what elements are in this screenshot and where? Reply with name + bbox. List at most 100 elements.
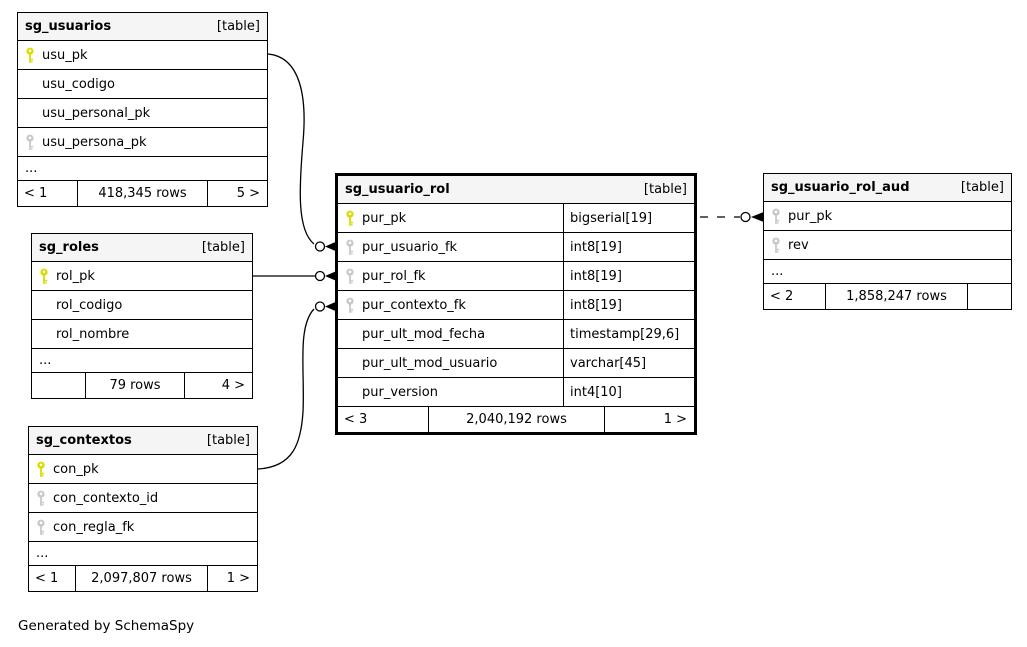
foreign-key-icon <box>345 297 362 314</box>
foreign-key-icon <box>771 237 788 254</box>
column-row-rol_pk: rol_pk <box>32 262 252 291</box>
table-type-label: [table] <box>216 19 260 34</box>
row-count: 1,858,247 rows <box>825 284 968 309</box>
foreign-key-icon <box>771 208 788 225</box>
pager-next: 1 > <box>226 571 250 586</box>
table-type-label: [table] <box>206 433 250 448</box>
table-footer: < 3 2,040,192 rows 1 > <box>338 407 694 432</box>
column-row-rev: rev <box>764 231 1011 260</box>
pager-prev: < 1 <box>35 571 59 586</box>
table-sg-contextos[interactable]: sg_contextos [table] con_pk con_contexto_… <box>28 426 258 592</box>
column-name: rol_codigo <box>56 297 123 313</box>
column-name: con_contexto_id <box>53 490 159 506</box>
table-type-label: [table] <box>201 240 245 255</box>
column-row-con_regla_fk: con_regla_fk <box>29 513 257 542</box>
column-name: usu_persona_pk <box>42 134 147 150</box>
column-name: rol_nombre <box>56 326 130 342</box>
column-name: usu_pk <box>42 47 88 63</box>
column-name: rol_pk <box>56 268 95 284</box>
table-type-label: [table] <box>643 182 687 197</box>
column-type: bigserial[19] <box>563 204 694 232</box>
table-header: sg_contextos [table] <box>29 427 257 455</box>
table-name: sg_contextos <box>36 433 132 448</box>
foreign-key-icon <box>36 490 53 507</box>
column-type: timestamp[29,6] <box>563 320 694 348</box>
column-row-rol_nombre: rol_nombre <box>32 320 252 349</box>
primary-key-icon <box>25 47 42 64</box>
table-header: sg_usuario_rol [table] <box>338 176 694 204</box>
column-name: pur_ult_mod_fecha <box>362 326 486 342</box>
table-header: sg_roles [table] <box>32 234 252 262</box>
foreign-key-icon <box>345 239 362 256</box>
pager-prev: < 3 <box>344 412 368 427</box>
pager-next: 4 > <box>221 378 245 393</box>
ellipsis-row: ... <box>29 542 257 566</box>
column-row-con_contexto_id: con_contexto_id <box>29 484 257 513</box>
column-name: rev <box>788 237 809 253</box>
column-type: int4[10] <box>563 378 694 406</box>
ellipsis-row: ... <box>18 157 267 181</box>
column-name: con_regla_fk <box>53 519 135 535</box>
column-name: pur_pk <box>788 208 833 224</box>
column-name: pur_contexto_fk <box>362 297 466 313</box>
column-row-con_pk: con_pk <box>29 455 257 484</box>
ellipsis-row: ... <box>32 349 252 373</box>
pager-next: 5 > <box>236 186 260 201</box>
column-type: int8[19] <box>563 262 694 290</box>
ellipsis-label: ... <box>36 546 49 561</box>
generated-by-note: Generated by SchemaSpy <box>18 618 195 634</box>
primary-key-icon <box>39 268 56 285</box>
column-row-usu_persona_pk: usu_persona_pk <box>18 128 267 157</box>
column-row-rol_codigo: rol_codigo <box>32 291 252 320</box>
pager-prev: < 2 <box>770 289 794 304</box>
ellipsis-label: ... <box>39 353 52 368</box>
column-name: pur_usuario_fk <box>362 239 458 255</box>
column-row-usu_personal_pk: usu_personal_pk <box>18 99 267 128</box>
column-type: varchar[45] <box>563 349 694 377</box>
table-sg-roles[interactable]: sg_roles [table] rol_pk rol_codigo rol_nom… <box>31 233 253 399</box>
row-count: 2,097,807 rows <box>75 566 208 591</box>
column-name: con_pk <box>53 461 99 477</box>
pager-prev: < 1 <box>24 186 48 201</box>
table-header: sg_usuario_rol_aud [table] <box>764 174 1011 202</box>
column-row-usu_pk: usu_pk <box>18 41 267 70</box>
primary-key-icon <box>345 210 362 227</box>
foreign-key-icon <box>25 134 42 151</box>
column-name: pur_pk <box>362 210 407 226</box>
column-name: usu_personal_pk <box>42 105 151 121</box>
ellipsis-label: ... <box>25 161 38 176</box>
column-row-pur_rol_fk: pur_rol_fk int8[19] <box>338 262 694 291</box>
column-row-pur_pk: pur_pk bigserial[19] <box>338 204 694 233</box>
pager-next: 1 > <box>663 412 687 427</box>
table-header: sg_usuarios [table] <box>18 13 267 41</box>
table-footer: < 1 418,345 rows 5 > <box>18 181 267 206</box>
fk-line-usuarios-to-usuario-rol <box>267 53 336 252</box>
row-count: 79 rows <box>85 373 185 398</box>
table-name: sg_usuarios <box>25 19 112 34</box>
table-footer: < 2 1,858,247 rows <box>764 284 1011 309</box>
table-name: sg_usuario_rol <box>345 182 450 197</box>
table-name: sg_usuario_rol_aud <box>771 180 910 195</box>
table-sg-usuario-rol[interactable]: sg_usuario_rol [table] pur_pk bigserial[1… <box>335 173 697 435</box>
primary-key-icon <box>36 461 53 478</box>
column-type: int8[19] <box>563 291 694 319</box>
column-row-pur_pk: pur_pk <box>764 202 1011 231</box>
ellipsis-row: ... <box>764 260 1011 284</box>
table-footer: 79 rows 4 > <box>32 373 252 398</box>
column-name: usu_codigo <box>42 76 115 92</box>
ellipsis-label: ... <box>771 264 784 279</box>
column-row-usu_codigo: usu_codigo <box>18 70 267 99</box>
fk-line-roles-to-usuario-rol <box>253 270 336 282</box>
foreign-key-icon <box>36 519 53 536</box>
table-footer: < 1 2,097,807 rows 1 > <box>29 566 257 591</box>
foreign-key-icon <box>345 268 362 285</box>
table-name: sg_roles <box>39 240 99 255</box>
column-row-pur_ult_mod_fecha: pur_ult_mod_fecha timestamp[29,6] <box>338 320 694 349</box>
column-name: pur_rol_fk <box>362 268 426 284</box>
table-sg-usuarios[interactable]: sg_usuarios [table] usu_pk usu_codigo usu_… <box>17 12 268 207</box>
